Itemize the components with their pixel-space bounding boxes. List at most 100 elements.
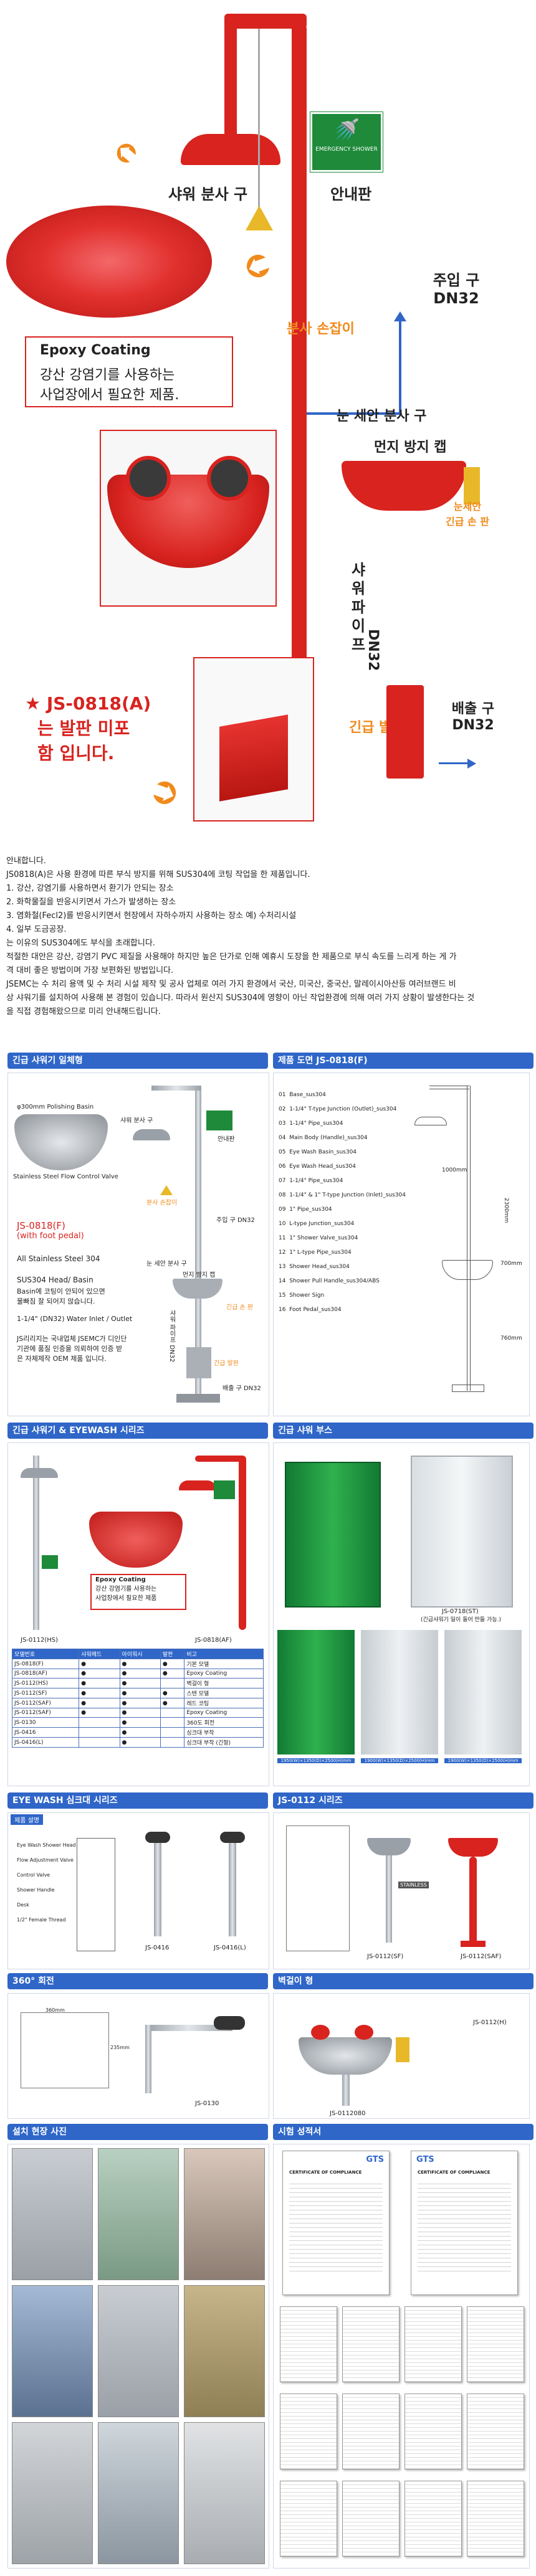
combo-head-note2: 물빠짐 잘 되어지 않습니다. <box>17 1297 95 1305</box>
intro-line: 1. 강산, 강염기를 사용하면서 환기가 안되는 장소 <box>6 884 174 893</box>
eyewash-left-model: JS-0112(HS) <box>21 1637 59 1644</box>
desk-panel: 제품 설명 Eye Wash Shower Head Flow Adjustme… <box>7 1812 269 1969</box>
section-title-cert: 시험 성적서 <box>273 2124 534 2140</box>
label-outlet: 배출 구 DN32 <box>439 698 507 733</box>
booth-image-small1 <box>277 1630 355 1754</box>
js0112-panel: STAINLESS JS-0112(SF) JS-0112(SAF) <box>273 1812 530 1969</box>
table-cell: JS-0112(SF) <box>11 1688 80 1698</box>
table-cell: 벽걸이 형 <box>184 1678 264 1688</box>
desk-unit-right-body <box>229 1843 236 1936</box>
combo-note2: 기관에 품질 인증을 의뢰하여 인증 받 <box>17 1345 123 1353</box>
spec-part: 12 1" L-type Pipe_sus304 <box>279 1249 352 1256</box>
spec-drawing-pipe <box>467 1086 471 1391</box>
table-row: JS-0130●360도 회전 <box>11 1717 264 1728</box>
table-row: JS-0818(F)●●●기본 모델 <box>11 1659 264 1669</box>
label-shower-pipe-2: 워 <box>351 580 366 597</box>
cert-page <box>467 2306 524 2382</box>
rotation-arm <box>145 2025 232 2031</box>
table-header-cell: 비고 <box>184 1649 264 1659</box>
label-inlet-size: DN32 <box>433 290 479 307</box>
cert-page <box>467 2394 524 2469</box>
inlet-arrow-icon <box>399 315 401 415</box>
section-title-combo: 긴급 샤워기 일체형 <box>7 1053 268 1069</box>
spec-part: 09 1" Pipe_sus304 <box>279 1206 332 1213</box>
rotation-model: JS-0130 <box>195 2100 219 2107</box>
epoxy-title: Epoxy Coating <box>40 343 151 358</box>
combo-material: All Stainless Steel 304 <box>17 1254 100 1263</box>
booth-model1: JS-0718(ST) <box>442 1608 479 1615</box>
desk-part: Desk <box>17 1902 29 1908</box>
label-eye-handle: 눈세안 긴급 손 판 <box>436 498 499 528</box>
spec-dim3: 700mm <box>500 1261 522 1267</box>
cert-page <box>342 2306 400 2382</box>
install-photo <box>184 2285 265 2417</box>
desk-part: Shower Handle <box>17 1887 55 1893</box>
combo-handle-icon[interactable] <box>160 1185 173 1195</box>
label-shower-pipe-5: 프 <box>351 636 366 653</box>
table-row: JS-0112(HS)●●벽걸이 형 <box>11 1678 264 1688</box>
combo-basin-label: φ300mm Polishing Basin <box>17 1104 94 1110</box>
table-cell: ● <box>160 1669 185 1679</box>
js0112-right-model: JS-0112(SAF) <box>461 1953 502 1960</box>
eye-nozzle-icon <box>220 1832 245 1843</box>
spec-part: 01 Base_sus304 <box>279 1092 326 1098</box>
spec-part: 13 Shower Head_sus304 <box>279 1264 350 1270</box>
table-cell: ● <box>119 1688 161 1698</box>
spec-parts-list: 01 Base_sus304 02 1-1/4" T-type Junction… <box>279 1088 406 1317</box>
cert-page <box>404 2394 462 2469</box>
spec-dim4: 760mm <box>500 1335 522 1342</box>
eye-nozzle-icon <box>311 2025 330 2040</box>
wall-handle[interactable] <box>396 2037 409 2062</box>
section-title-spec: 제품 도면 JS-0818(F) <box>273 1053 534 1069</box>
sign-text: EMERGENCY SHOWER <box>315 146 378 153</box>
desk-unit-left <box>139 1832 176 1938</box>
cert-page <box>280 2394 337 2469</box>
js0112-left-model: JS-0112(SF) <box>367 1953 404 1960</box>
eyewash-right-closeup <box>89 1512 183 1568</box>
combo-top-pipe <box>151 1086 201 1091</box>
desk-parts: Eye Wash Shower Head Flow Adjustment Val… <box>17 1838 76 1928</box>
desk-part: 1/2" Female Thread <box>17 1917 66 1923</box>
rotation-dim2: 235mm <box>110 2045 130 2050</box>
pull-handle-triangle-icon[interactable] <box>246 206 273 230</box>
label-sign: 안내판 <box>330 186 372 203</box>
label-eye-handle-1: 눈세안 <box>453 501 482 513</box>
desk-part: Control Valve <box>17 1872 50 1878</box>
table-row: JS-0112(SF)●●●스텐 모델 <box>11 1688 264 1698</box>
table-cell: ● <box>119 1678 161 1688</box>
table-row: JS-0112(SAF)●●●레드 코팅 <box>11 1698 264 1708</box>
booth-image-green <box>285 1462 381 1608</box>
table-cell <box>79 1717 120 1728</box>
booth-caption2: 1900(W)×1350(D)×2500(H)mm <box>361 1758 438 1763</box>
js0112-right-base <box>461 1941 486 1947</box>
intro-line: 2. 화학물질을 반응시키면서 가스가 발생하는 장소 <box>6 897 176 907</box>
desk-left-model: JS-0416 <box>145 1944 170 1951</box>
combo-pedal[interactable] <box>186 1347 211 1378</box>
install-photo <box>98 2148 179 2280</box>
wall-model1: JS-0112(H) <box>473 2019 507 2026</box>
eyewash-left-pipe <box>33 1456 39 1630</box>
booth-panel: JS-0718(ST) (긴급샤워기 일이 들어 만들 가능.) 1950(W)… <box>273 1442 530 1786</box>
inlet-h-line <box>307 412 401 415</box>
section-title-rotation: 360° 회전 <box>7 1973 268 1989</box>
eye-handle-plate[interactable] <box>464 467 480 504</box>
install-panel <box>7 2144 269 2569</box>
label-eye-handle-2: 긴급 손 판 <box>445 516 490 528</box>
intro-line: 격 대비 좋은 방법이며 가장 보편화된 방법입니다. <box>6 966 174 975</box>
label-dust-cap: 먼지 방지 캡 <box>374 440 447 455</box>
cert-page <box>467 2481 524 2557</box>
table-cell: ● <box>119 1669 161 1679</box>
spec-part: 02 1-1/4" T-type Junction (Outlet)_sus30… <box>279 1106 397 1112</box>
rotation-panel: 360mm 235mm JS-0130 <box>7 1993 269 2119</box>
table-cell <box>79 1737 120 1748</box>
section-title-eyewash: 긴급 샤워기 & EYEWASH 시리즈 <box>7 1423 268 1439</box>
emergency-sign: 🚿 EMERGENCY SHOWER <box>310 112 383 172</box>
pedal-icon[interactable] <box>219 714 288 802</box>
table-cell: JS-0818(AF) <box>11 1669 80 1679</box>
shower-head-closeup <box>6 206 212 318</box>
table-cell: ● <box>79 1708 120 1718</box>
desk-sub-title: 제품 설명 <box>11 1814 43 1825</box>
spec-panel: 01 Base_sus304 02 1-1/4" T-type Junction… <box>273 1073 530 1416</box>
label-outlet-text: 배출 구 <box>451 701 495 717</box>
combo-note1: JS리리지는 국내업체 JSEMC가 디인단 <box>17 1335 127 1343</box>
